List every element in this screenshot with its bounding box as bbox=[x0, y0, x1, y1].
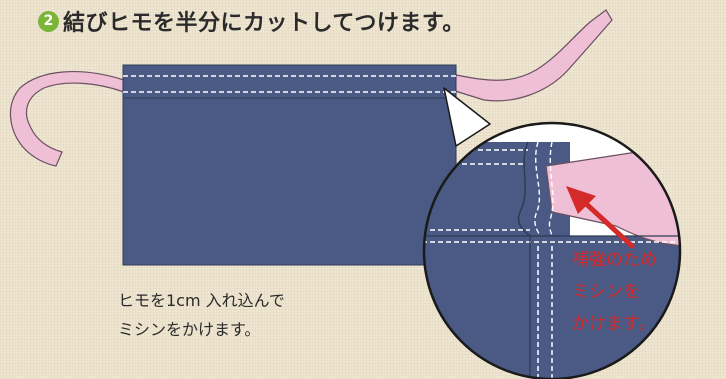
instruction-note: ヒモを1cm 入れ込んで ミシンをかけます。 bbox=[118, 286, 285, 344]
ribbon-left bbox=[9, 71, 125, 167]
zoom-pointer-tail bbox=[443, 87, 491, 147]
step-number-icon: 2 bbox=[38, 10, 59, 32]
zoom-annotation-line-2: ミシンを bbox=[572, 282, 640, 302]
ribbon-right bbox=[451, 9, 613, 102]
instruction-line-1: ヒモを1cm 入れ込んで bbox=[118, 291, 285, 310]
step-title: 結びヒモを半分にカットしてつけます。 bbox=[63, 11, 465, 36]
zoom-annotation: 補強のため ミシンを かけます。 bbox=[572, 244, 657, 340]
zoom-detail bbox=[422, 121, 682, 379]
red-arrow-icon bbox=[566, 186, 635, 249]
zoom-annotation-line-3: かけます。 bbox=[572, 314, 656, 334]
instruction-line-2: ミシンをかけます。 bbox=[118, 320, 261, 339]
fabric-panel bbox=[122, 64, 457, 266]
zoom-annotation-line-1: 補強のため bbox=[572, 250, 657, 270]
step-heading: 2 結びヒモを半分にカットしてつけます。 bbox=[38, 4, 465, 38]
